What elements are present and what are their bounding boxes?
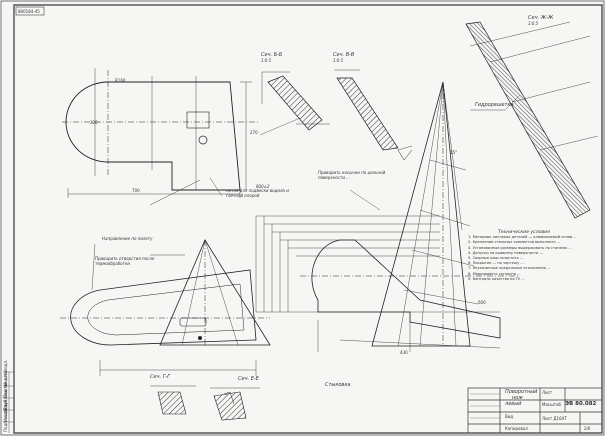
copied-by-label: Копировал — [505, 426, 528, 431]
inner-frame — [13, 4, 603, 434]
technical-notes-title: Технические условия — [498, 230, 550, 235]
tech-note-item: 2. Крепление стальных элементов выполнит… — [468, 240, 561, 245]
corner-stamp-box — [15, 6, 45, 16]
scale-label: Масштаб — [542, 402, 562, 407]
dim-radius: R160 — [115, 78, 126, 83]
dim-side-a: 320 — [90, 120, 98, 125]
technical-notes: Технические условия 1. Материал листовых… — [468, 230, 598, 282]
section-gg — [150, 385, 196, 415]
tech-note-item: 8. Маркировать согласно ... — [468, 271, 521, 276]
sheet-label: Лист — [542, 390, 553, 395]
side-profile-view — [62, 68, 260, 206]
leaders — [259, 94, 521, 211]
dim-side-b: 270 — [250, 130, 258, 135]
section-vv — [334, 69, 413, 161]
section-ee — [210, 387, 260, 421]
tech-note-item: 1. Материал листовых деталей — алюминиев… — [468, 235, 577, 240]
weld-note: Приварить отверстия после термообработки — [95, 256, 155, 266]
drawing-number: ЭВ 80.082 — [565, 401, 597, 407]
material-label: Лист Д16АТ — [542, 416, 567, 421]
corner-stamp-text: 800184-45 — [18, 9, 40, 14]
title-line-3: левый — [505, 401, 522, 407]
cone-view — [371, 81, 479, 347]
dim-bottom-len: 700 — [132, 188, 140, 193]
title-line-1: Поворотный — [505, 389, 538, 395]
tech-note-item: 5. Сварные швы зачистить ... — [468, 256, 524, 261]
tech-note-item: 4. Допуски на кривизну поверхности ... — [468, 250, 543, 255]
sub-title: Вид — [505, 414, 514, 419]
hydro-label: Гидрорешетка — [475, 102, 514, 108]
tech-note-item: 7. Неуказанные предельные отклонения ... — [468, 266, 551, 271]
plan-view-left — [60, 269, 270, 376]
tech-note-item: 9. Контроль качества по ТУ ... — [468, 276, 525, 281]
section-long — [465, 21, 599, 219]
title-line-2: нож — [512, 395, 523, 401]
title-block-lines — [467, 387, 603, 434]
dim-cone-h: 600 — [478, 300, 486, 305]
torsion-note: Приварить косынки по цельной поверхности… — [318, 170, 386, 180]
margin-label: Подп. и дата — [3, 404, 8, 432]
dimension-main-width: 800±2 — [256, 184, 270, 189]
dim-cone-w: 430 — [400, 350, 408, 355]
wedge-view-left — [91, 239, 271, 346]
view-label-ee: Сеч. Е-Е — [238, 376, 259, 382]
tech-note-item: 6. Покрытие — по чертежу ... — [468, 261, 524, 266]
plan-view-right — [255, 215, 520, 352]
hinge-note: петля для подвески водило и гаечной опор… — [226, 188, 289, 198]
section-bb — [261, 71, 330, 131]
direction-note: Направление по полету — [102, 236, 153, 241]
dim-angle: 15° — [450, 150, 458, 155]
view-label-gg: Сеч. Г-Г — [150, 374, 171, 380]
sheet-number: 2/6 — [584, 426, 591, 431]
center-bottom-label: Стыковка — [325, 382, 351, 388]
tech-note-item: 3. Установочные размеры выдерживать по с… — [468, 245, 572, 250]
